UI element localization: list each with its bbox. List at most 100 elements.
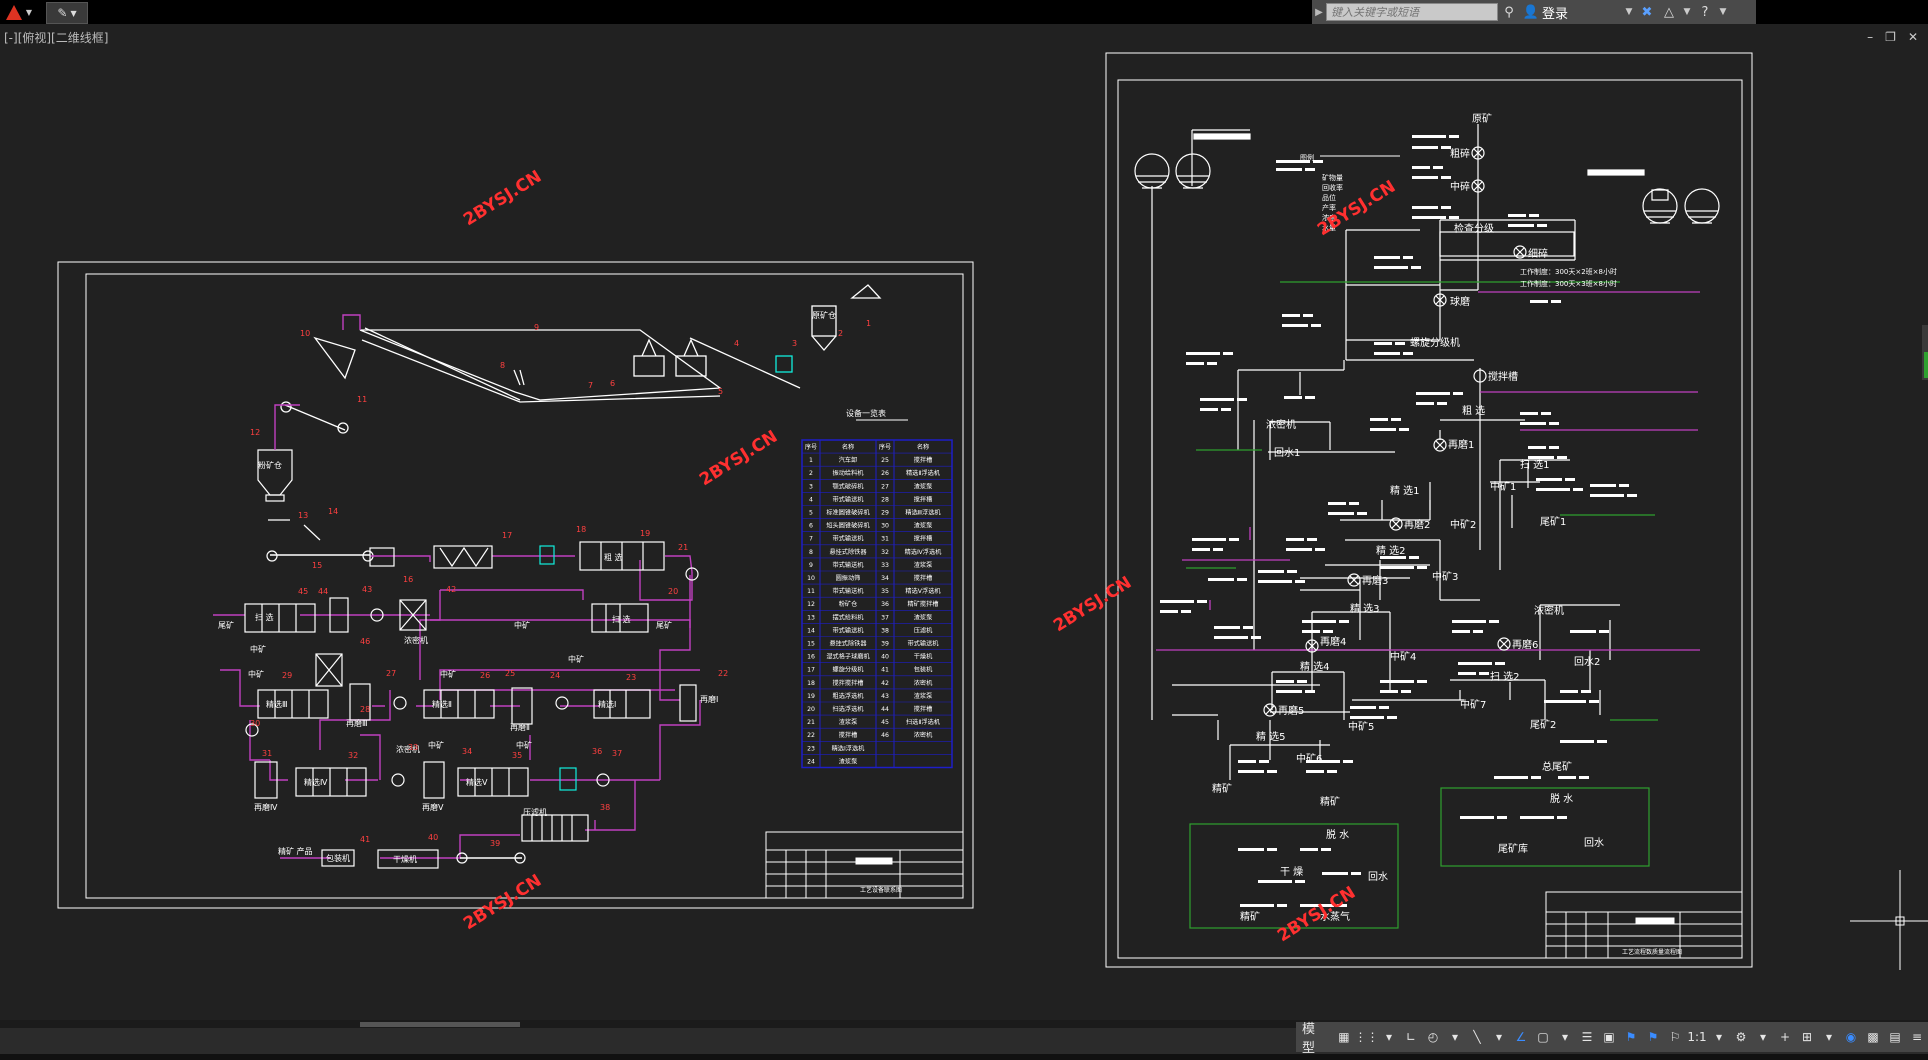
clean-screen-icon[interactable]: ▤ xyxy=(1889,1030,1901,1044)
chevron-down-icon[interactable]: ▾ xyxy=(1385,1030,1393,1044)
equipment-number-label: 32 xyxy=(348,751,358,760)
data-value-block xyxy=(1374,342,1392,345)
equipment-table-border xyxy=(801,439,953,769)
plus-icon[interactable]: + xyxy=(1779,1030,1791,1044)
conveyor-cross xyxy=(364,327,521,401)
chevron-down-icon[interactable]: ▾ xyxy=(1825,1030,1833,1044)
model-tab-button[interactable]: 模型 xyxy=(1302,1022,1316,1056)
crushing-section xyxy=(280,284,882,434)
a360-icon[interactable]: △ xyxy=(1664,4,1674,20)
annotation-visibility-icon[interactable]: ⚑ xyxy=(1625,1030,1637,1044)
expand-arrow-icon[interactable]: ▶ xyxy=(1315,6,1323,18)
data-value-block xyxy=(1238,770,1264,773)
polar-tracking-icon[interactable]: ◴ xyxy=(1427,1030,1439,1044)
data-value-block xyxy=(1276,690,1302,693)
flowsheet-label-tailings-dam: 尾矿库 xyxy=(1498,842,1528,855)
data-value-block xyxy=(1495,662,1505,665)
table-cell: 24 xyxy=(807,758,815,765)
object-snap-tracking-icon[interactable]: ∠ xyxy=(1515,1030,1527,1044)
quick-access-toolbar-button[interactable]: ✎▼ xyxy=(46,2,88,24)
equipment-number-label: 24 xyxy=(550,671,560,680)
flowsheet-label-clean2: 精 选2 xyxy=(1376,544,1406,557)
table-cell: 渣浆泵 xyxy=(914,522,933,530)
annotation-scale-icon[interactable]: ⚐ xyxy=(1669,1030,1681,1044)
scale-value[interactable]: 1:1 xyxy=(1687,1030,1707,1044)
chevron-down-icon[interactable]: ▾ xyxy=(1561,1030,1569,1044)
pump-24 xyxy=(555,696,569,710)
login-button[interactable]: 登录 xyxy=(1542,6,1569,22)
work-schedule-1: 工作制度：300天×2班×8小时 xyxy=(1520,267,1617,276)
data-value-block xyxy=(1350,706,1376,709)
data-value-block xyxy=(1479,672,1489,675)
ortho-icon[interactable]: ∟ xyxy=(1405,1030,1417,1044)
auto-scale-icon[interactable]: ⚑ xyxy=(1647,1030,1659,1044)
workspace-gear-icon[interactable]: ⚙ xyxy=(1735,1030,1747,1044)
table-cell: 浓密机 xyxy=(914,679,933,687)
object-snap-icon[interactable]: ▢ xyxy=(1537,1030,1549,1044)
data-value-block xyxy=(1237,398,1247,401)
units-icon[interactable]: ⊞ xyxy=(1801,1030,1813,1044)
flotation-equipment xyxy=(244,541,699,869)
data-value-block xyxy=(1508,214,1526,217)
chevron-down-icon[interactable]: ▼ xyxy=(1683,7,1691,17)
customization-menu-icon[interactable]: ≡ xyxy=(1911,1030,1923,1044)
data-value-block xyxy=(1374,352,1400,355)
binoculars-icon[interactable]: ⚲ xyxy=(1504,4,1514,20)
grid-icon[interactable]: ▦ xyxy=(1338,1030,1350,1044)
data-value-block xyxy=(1223,352,1233,355)
thickener-42 xyxy=(399,599,427,631)
lineweight-icon[interactable]: ☰ xyxy=(1581,1030,1593,1044)
data-value-block xyxy=(1321,848,1331,851)
data-value-block xyxy=(1379,706,1389,709)
horizontal-scroll-thumb[interactable] xyxy=(360,1022,520,1027)
data-value-block xyxy=(1541,412,1551,415)
application-menu-button[interactable]: ▼ xyxy=(0,0,38,24)
isolate-objects-icon[interactable]: ◉ xyxy=(1845,1030,1857,1044)
fine-bin-label: 粉矿仓 xyxy=(258,460,282,470)
chevron-down-icon[interactable]: ▼ xyxy=(1719,7,1727,17)
equipment-number-label: 25 xyxy=(505,669,515,678)
data-value-block xyxy=(1213,548,1223,551)
table-cell: 短头圆锥破碎机 xyxy=(826,522,870,530)
table-cell: 精选Ⅰ浮选机 xyxy=(832,744,866,752)
minimize-icon[interactable]: – xyxy=(1867,30,1874,44)
data-value-block xyxy=(1286,538,1304,541)
pump-37 xyxy=(596,773,610,787)
data-value-block xyxy=(1544,700,1562,703)
search-input[interactable] xyxy=(1326,3,1498,21)
exchange-apps-icon[interactable]: ✖ xyxy=(1641,4,1653,20)
equipment-number-label: 6 xyxy=(610,379,615,388)
data-value-block xyxy=(1207,362,1217,365)
table-cell: 34 xyxy=(881,575,889,582)
viewport-controls-label[interactable]: [-][俯视][二维线框] xyxy=(4,31,109,45)
horizontal-scrollbar[interactable] xyxy=(0,1020,1928,1028)
chevron-down-icon[interactable]: ▾ xyxy=(1495,1030,1503,1044)
tail-label-1: 尾矿 xyxy=(218,620,234,630)
chevron-down-icon[interactable]: ▾ xyxy=(1759,1030,1767,1044)
chevron-down-icon[interactable]: ▼ xyxy=(1625,7,1633,17)
transparency-icon[interactable]: ▣ xyxy=(1603,1030,1615,1044)
drawing-canvas[interactable]: 原矿仓 粉矿仓 xyxy=(0,0,1928,1020)
close-icon[interactable]: ✕ xyxy=(1907,30,1918,44)
restore-icon[interactable]: ❐ xyxy=(1885,30,1896,44)
chevron-down-icon[interactable]: ▾ xyxy=(1451,1030,1459,1044)
data-value-block xyxy=(1343,760,1353,763)
table-cell: 搅拌槽 xyxy=(914,495,933,503)
help-icon[interactable]: ? xyxy=(1701,4,1709,20)
cleaner-5-label: 精选Ⅴ xyxy=(466,777,488,787)
table-cell: 20 xyxy=(807,706,815,713)
crusher-mill-symbol xyxy=(1471,146,1485,160)
data-value-block xyxy=(1560,740,1594,743)
snap-icon[interactable]: ⋮⋮ xyxy=(1354,1030,1379,1044)
isodraft-icon[interactable]: ╲ xyxy=(1473,1030,1481,1044)
equipment-number-label: 5 xyxy=(718,387,723,396)
equipment-number-label: 34 xyxy=(462,747,472,756)
equipment-number-label: 10 xyxy=(300,329,310,338)
hardware-acceleration-icon[interactable]: ▩ xyxy=(1867,1030,1879,1044)
equipment-number-label: 9 xyxy=(534,323,539,332)
packer-41 xyxy=(321,849,355,867)
user-icon[interactable]: 👤 xyxy=(1522,4,1540,20)
equipment-number-label: 36 xyxy=(592,747,602,756)
chevron-down-icon[interactable]: ▾ xyxy=(1715,1030,1723,1044)
